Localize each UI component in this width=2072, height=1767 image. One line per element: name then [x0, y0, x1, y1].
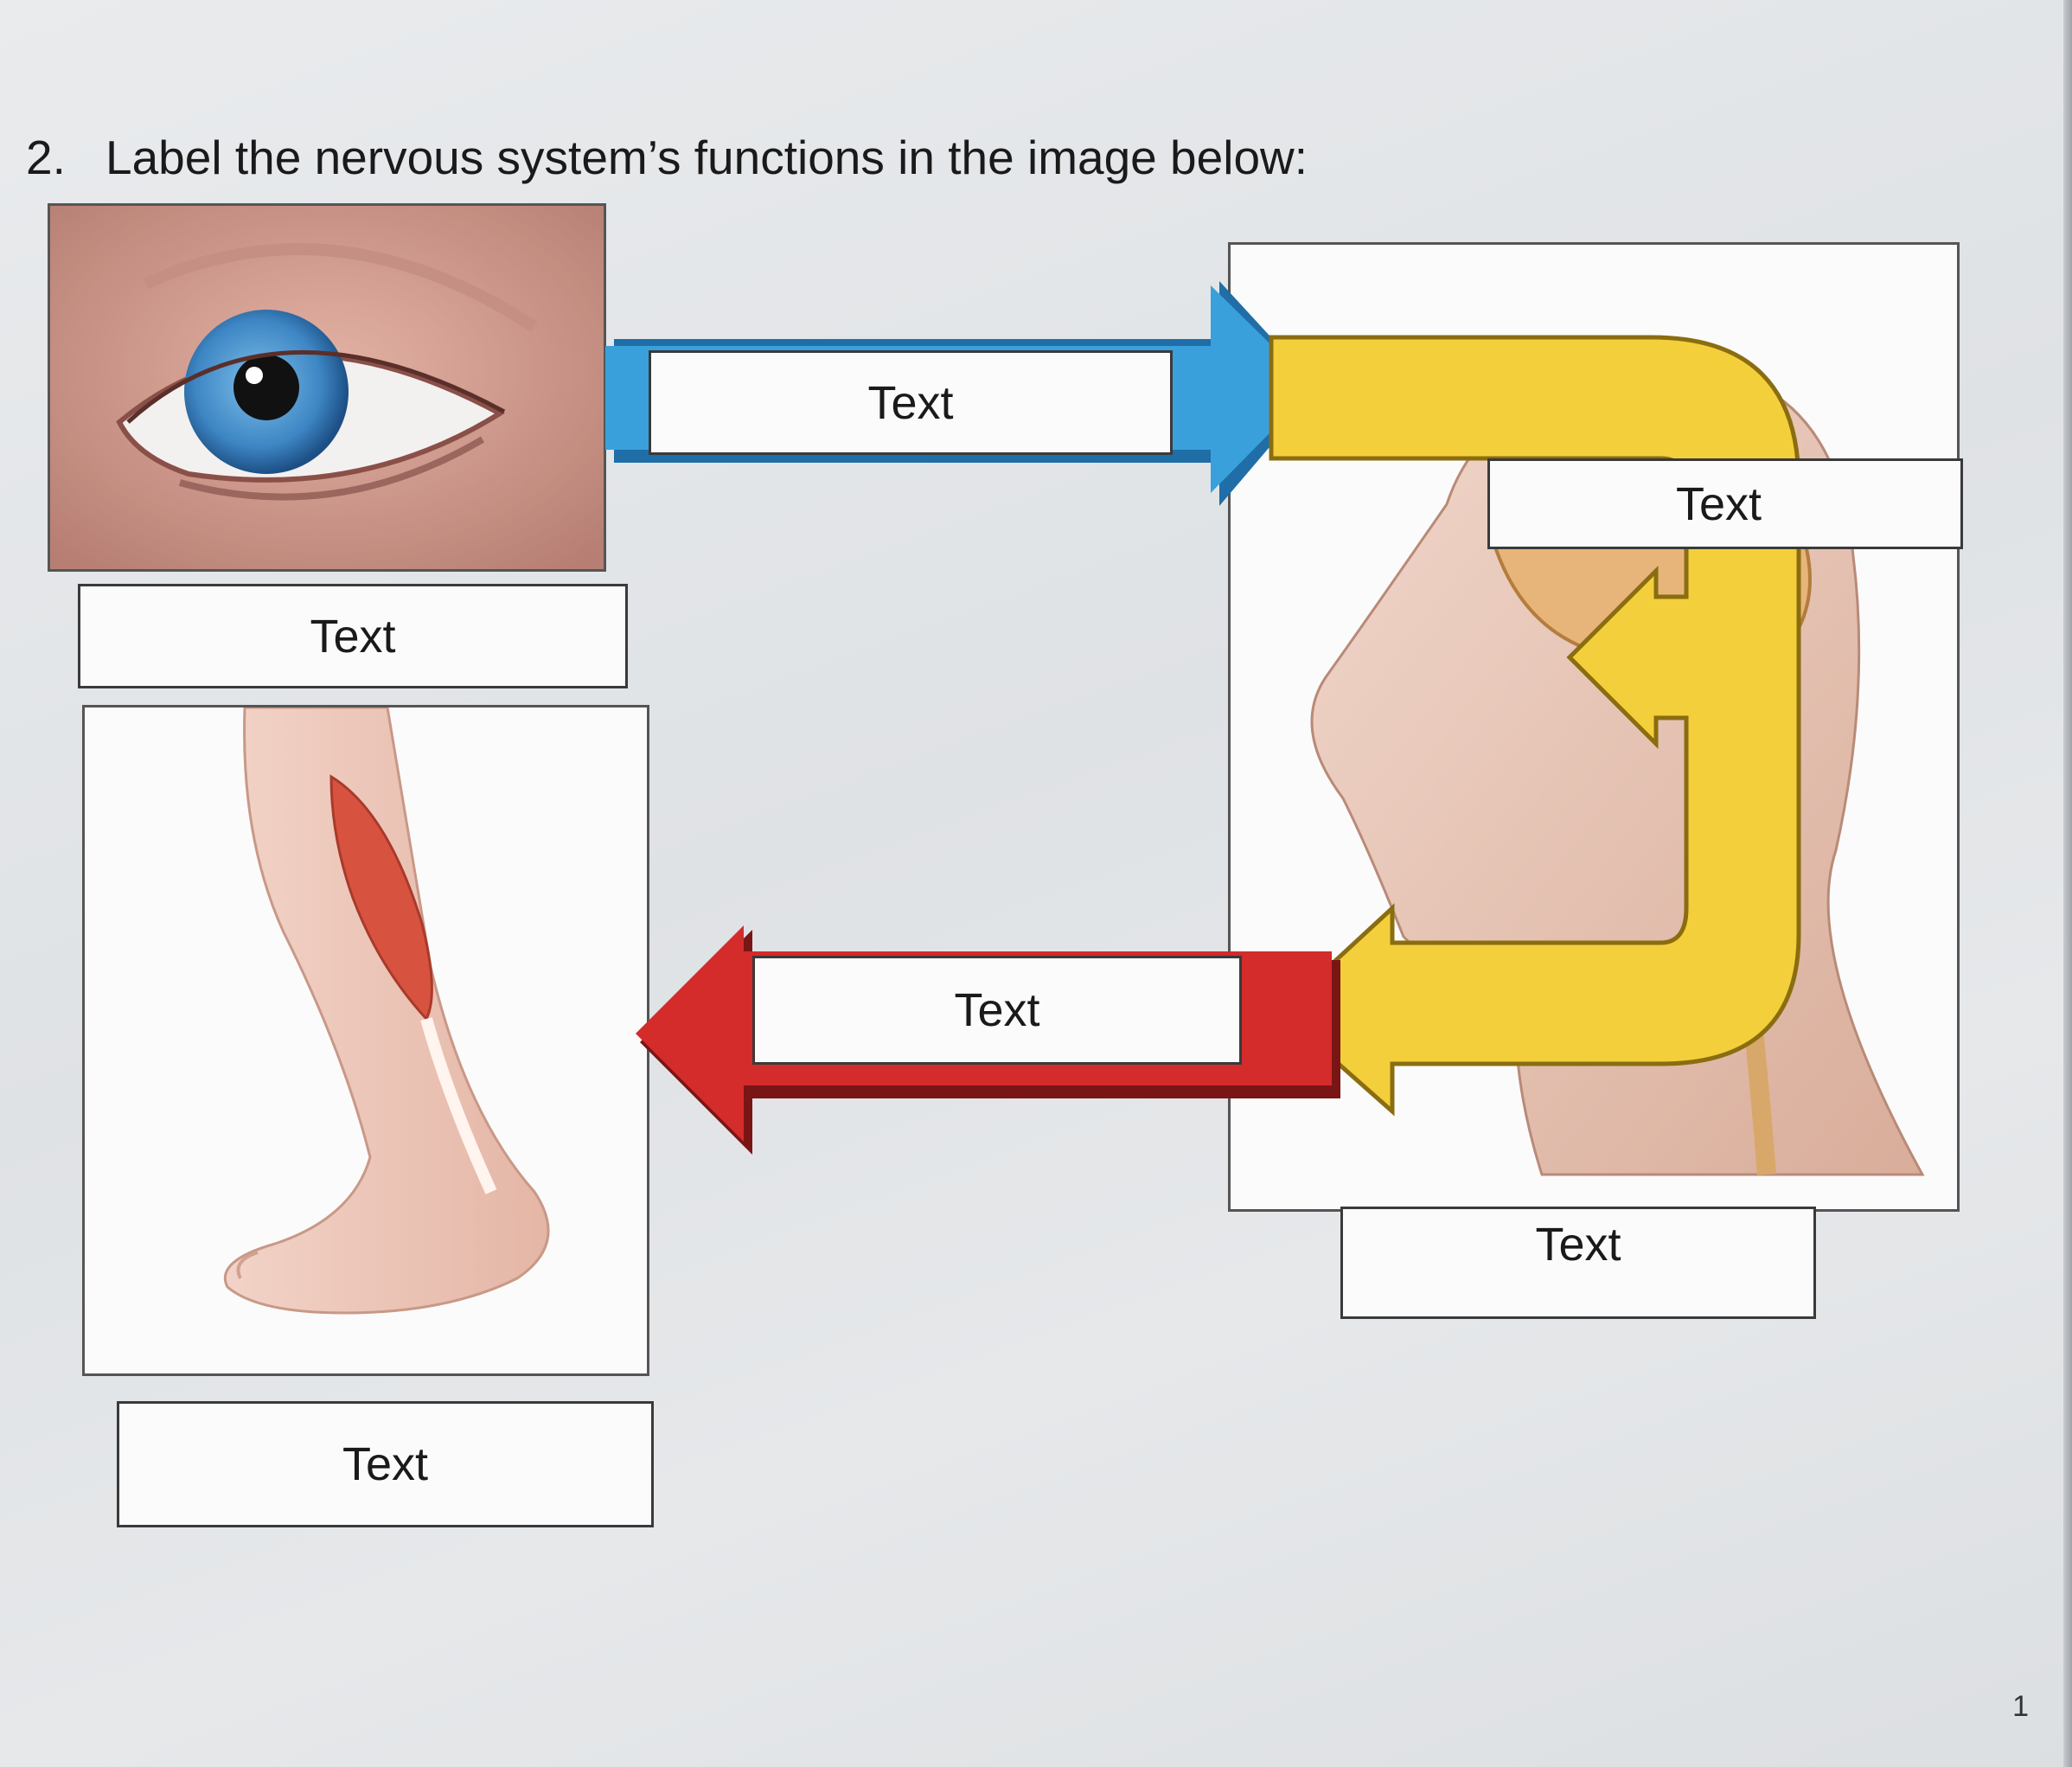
question-text: Label the nervous system’s functions in …: [106, 131, 1308, 184]
question-heading: 2. Label the nervous system’s functions i…: [26, 130, 1308, 185]
eye-label-box[interactable]: Text: [78, 584, 628, 688]
top-arrow-label-text: Text: [867, 376, 954, 429]
page-number: 1: [2012, 1690, 2029, 1723]
eye-label-text: Text: [310, 610, 396, 663]
head-label-box[interactable]: Text: [1340, 1207, 1816, 1319]
leg-label-box[interactable]: Text: [117, 1401, 654, 1527]
leg-panel: [82, 705, 649, 1376]
head-label-text: Text: [1535, 1219, 1621, 1271]
eye-panel: [48, 203, 606, 572]
monitor-edge: [2063, 0, 2072, 1767]
middle-arrow-label-box[interactable]: Text: [752, 956, 1242, 1065]
head-image: [1310, 364, 1925, 1176]
leg-label-text: Text: [342, 1438, 429, 1490]
middle-arrow-label-text: Text: [954, 984, 1040, 1036]
brain-label-box[interactable]: Text: [1487, 458, 1963, 549]
eye-image: [50, 206, 604, 569]
brain-label-text: Text: [1675, 477, 1762, 530]
question-number: 2.: [26, 131, 66, 184]
top-arrow-label-box[interactable]: Text: [649, 350, 1173, 455]
leg-image: [223, 707, 550, 1315]
head-panel: [1228, 242, 1960, 1212]
